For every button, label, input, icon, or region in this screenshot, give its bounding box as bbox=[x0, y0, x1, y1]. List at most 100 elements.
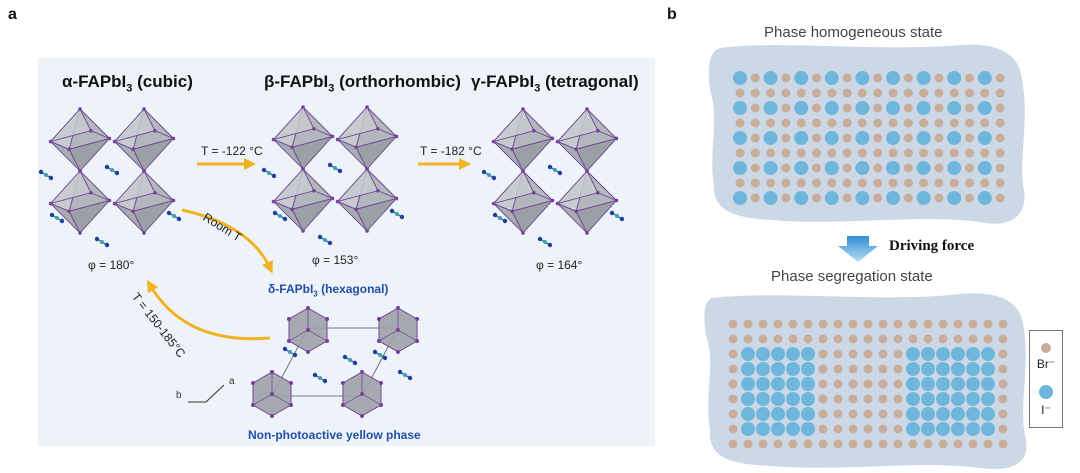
segregation-ion bbox=[786, 392, 800, 406]
segregation-ion bbox=[951, 362, 965, 376]
homogeneous-ion bbox=[842, 193, 852, 203]
segregation-ion bbox=[848, 394, 858, 404]
homogeneous-ion bbox=[827, 148, 837, 158]
homogeneous-ion bbox=[827, 88, 837, 98]
segregation-ion bbox=[848, 409, 858, 419]
segregation-ion bbox=[833, 424, 843, 434]
homogeneous-ion bbox=[995, 118, 1005, 128]
segregation-ion bbox=[938, 439, 948, 449]
homogeneous-ion bbox=[873, 133, 883, 143]
homogeneous-ion bbox=[965, 73, 974, 83]
segregation-ion bbox=[833, 364, 843, 374]
delta-hex-top-right bbox=[376, 306, 420, 354]
segregation-ion bbox=[818, 349, 828, 359]
segregation-ion bbox=[893, 364, 903, 374]
segregation-ion bbox=[801, 422, 815, 436]
ion-legend: Br⁻ I⁻ bbox=[1029, 330, 1063, 428]
segregation-ion bbox=[848, 424, 858, 434]
homogeneous-ion bbox=[995, 73, 1005, 83]
beta-title: β-FAPbI3 (orthorhombic) bbox=[264, 72, 461, 95]
segregation-ion bbox=[893, 334, 903, 344]
homogeneous-ion bbox=[794, 191, 809, 205]
homogeneous-ion bbox=[995, 148, 1005, 158]
segregation-ion bbox=[818, 379, 828, 389]
homogeneous-ion bbox=[842, 73, 852, 83]
segregation-ion bbox=[951, 392, 965, 406]
homogeneous-ion bbox=[827, 178, 837, 188]
beta-structure-fa-molecule-bottom bbox=[317, 234, 333, 246]
delta-hex-bottom-right bbox=[340, 370, 384, 418]
homogeneous-ion bbox=[934, 163, 944, 173]
segregation-ion bbox=[878, 394, 888, 404]
segregation-ion bbox=[833, 319, 843, 329]
segregation-ion bbox=[863, 319, 873, 329]
homogeneous-ion bbox=[763, 101, 778, 115]
segregation-ion bbox=[878, 319, 888, 329]
homogeneous-ion bbox=[919, 118, 929, 128]
segregation-ion bbox=[771, 392, 785, 406]
homogeneous-ion bbox=[965, 163, 974, 173]
segregation-ion bbox=[893, 379, 903, 389]
segregation-ion bbox=[756, 407, 770, 421]
segregation-ion bbox=[983, 334, 993, 344]
segregation-ion bbox=[728, 319, 738, 329]
segregation-ion bbox=[953, 334, 963, 344]
segregation-ion bbox=[936, 422, 950, 436]
segregation-ion bbox=[998, 409, 1008, 419]
segregation-ion bbox=[951, 377, 965, 391]
homogeneous-ion bbox=[842, 133, 852, 143]
segregation-ion bbox=[801, 347, 815, 361]
segregation-ion bbox=[878, 349, 888, 359]
homogeneous-ion bbox=[919, 178, 929, 188]
segregation-ion bbox=[983, 319, 993, 329]
homogeneous-ion bbox=[934, 88, 944, 98]
alpha-phi: φ = 180° bbox=[88, 258, 135, 272]
segregation-ion bbox=[983, 439, 993, 449]
segregation-ion bbox=[998, 439, 1008, 449]
homogeneous-ion bbox=[873, 88, 883, 98]
homogeneous-ion bbox=[824, 101, 839, 115]
alpha-structure-fa-molecule-left bbox=[38, 169, 54, 181]
homogeneous-ion bbox=[903, 178, 913, 188]
segregation-ion bbox=[951, 407, 965, 421]
homogeneous-ion bbox=[857, 118, 867, 128]
homogeneous-ion bbox=[750, 178, 760, 188]
segregation-ion bbox=[728, 394, 738, 404]
homogeneous-ion bbox=[888, 88, 898, 98]
homogeneous-ion bbox=[995, 193, 1005, 203]
homogeneous-ion bbox=[934, 178, 944, 188]
segregation-ion bbox=[981, 347, 995, 361]
segregation-ion bbox=[771, 347, 785, 361]
homogeneous-ion bbox=[750, 103, 760, 113]
segregation-ion bbox=[906, 347, 920, 361]
homogeneous-ion bbox=[916, 161, 931, 175]
segregation-ion bbox=[893, 349, 903, 359]
segregation-ion bbox=[981, 362, 995, 376]
segregation-ion bbox=[863, 394, 873, 404]
segregation-ion bbox=[968, 319, 978, 329]
alpha-structure-fa-molecule-bottom-right bbox=[166, 210, 182, 222]
alpha-structure-octahedron-2 bbox=[48, 169, 112, 235]
homogeneous-ion bbox=[995, 133, 1005, 143]
homogeneous-ion bbox=[977, 191, 992, 205]
homogeneous-ion bbox=[949, 88, 959, 98]
segregation-ion bbox=[741, 347, 755, 361]
homogeneous-ion bbox=[842, 88, 852, 98]
homogeneous-ion bbox=[995, 88, 1005, 98]
homogeneous-ion bbox=[781, 178, 791, 188]
gamma-structure-octahedron-1 bbox=[555, 107, 619, 173]
beta-structure-fa-molecule-center bbox=[327, 162, 343, 174]
gamma-structure-fa-molecule-left bbox=[481, 169, 497, 181]
homogeneous-ion bbox=[781, 88, 791, 98]
homogeneous-ion bbox=[733, 71, 747, 85]
homogeneous-ion bbox=[903, 163, 913, 173]
homogeneous-ion bbox=[980, 118, 990, 128]
segregation-ion bbox=[728, 424, 738, 434]
homogeneous-ion bbox=[903, 73, 913, 83]
beta-structure-octahedron-1 bbox=[335, 105, 399, 171]
homogeneous-ion bbox=[873, 148, 883, 158]
segregation-ion bbox=[906, 362, 920, 376]
segregation-ion bbox=[923, 334, 933, 344]
homogeneous-ion bbox=[766, 88, 776, 98]
segregation-ion bbox=[936, 392, 950, 406]
